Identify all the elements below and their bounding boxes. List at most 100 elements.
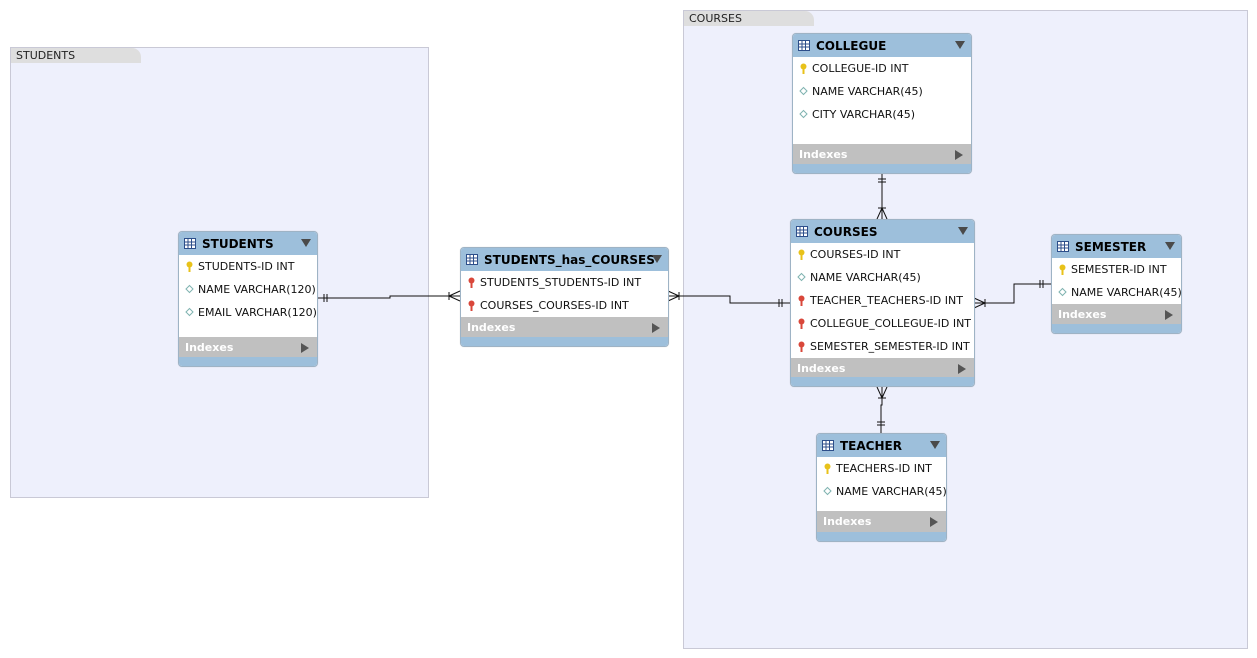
attribute-diamond-icon bbox=[797, 272, 806, 283]
collapse-arrow-icon[interactable] bbox=[652, 255, 662, 263]
column-row[interactable]: CITY VARCHAR(45) bbox=[793, 103, 971, 126]
column-row[interactable]: STUDENTS_STUDENTS-ID INT bbox=[461, 271, 668, 294]
table-header[interactable]: SEMESTER bbox=[1052, 235, 1181, 258]
table-icon bbox=[798, 40, 810, 51]
expand-arrow-icon[interactable] bbox=[955, 150, 963, 160]
column-row[interactable]: COLLEGUE-ID INT bbox=[793, 57, 971, 80]
column-row[interactable]: NAME VARCHAR(45) bbox=[791, 266, 974, 289]
indexes-section[interactable]: Indexes bbox=[817, 511, 946, 532]
indexes-section[interactable]: Indexes bbox=[461, 317, 668, 338]
primary-key-icon bbox=[799, 63, 808, 74]
table-colleguee[interactable]: COLLEGUE COLLEGUE-ID INT NAME VARCHAR(45… bbox=[792, 33, 972, 174]
table-icon bbox=[184, 238, 196, 249]
table-header[interactable]: TEACHER bbox=[817, 434, 946, 457]
column-row[interactable]: COURSES_COURSES-ID INT bbox=[461, 294, 668, 317]
column-label: NAME VARCHAR(45) bbox=[1071, 286, 1182, 299]
relationship-courses-line bbox=[668, 295, 790, 304]
column-label: NAME VARCHAR(45) bbox=[836, 485, 947, 498]
table-icon bbox=[822, 440, 834, 451]
column-label: COLLEGUE_COLLEGUE-ID INT bbox=[810, 317, 972, 330]
table-header[interactable]: COLLEGUE bbox=[793, 34, 971, 57]
table-semester[interactable]: SEMESTER SEMESTER-ID INT NAME VARCHAR(45… bbox=[1051, 234, 1182, 334]
column-label: CITY VARCHAR(45) bbox=[812, 108, 916, 121]
column-label: EMAIL VARCHAR(120) bbox=[198, 306, 317, 319]
column-label: COLLEGUE-ID INT bbox=[812, 62, 909, 75]
column-row[interactable]: STUDENTS-ID INT bbox=[179, 255, 317, 278]
collapse-arrow-icon[interactable] bbox=[955, 41, 965, 49]
column-label: STUDENTS-ID INT bbox=[198, 260, 295, 273]
layer-courses-title: COURSES bbox=[684, 11, 814, 26]
expand-arrow-icon[interactable] bbox=[958, 364, 966, 374]
table-name: STUDENTS_has_COURSES bbox=[484, 252, 655, 267]
column-label: TEACHER_TEACHERS-ID INT bbox=[810, 294, 963, 307]
attribute-diamond-icon bbox=[823, 486, 832, 497]
column-label: SEMESTER-ID INT bbox=[1071, 263, 1167, 276]
collapse-arrow-icon[interactable] bbox=[1165, 242, 1175, 250]
column-row[interactable]: TEACHER_TEACHERS-ID INT bbox=[791, 289, 974, 312]
table-footer bbox=[817, 532, 946, 541]
column-row[interactable]: COLLEGUE_COLLEGUE-ID INT bbox=[791, 312, 974, 335]
column-label: COURSES-ID INT bbox=[810, 248, 901, 261]
foreign-key-icon bbox=[797, 295, 806, 306]
relationship-students-line bbox=[317, 295, 460, 299]
table-header[interactable]: COURSES bbox=[791, 220, 974, 243]
table-students[interactable]: STUDENTS STUDENTS-ID INT NAME VARCHAR(12… bbox=[178, 231, 318, 367]
column-label: TEACHERS-ID INT bbox=[836, 462, 932, 475]
indexes-section[interactable]: Indexes bbox=[791, 358, 974, 379]
attribute-diamond-icon bbox=[185, 307, 194, 318]
indexes-label: Indexes bbox=[823, 515, 872, 528]
table-name: STUDENTS bbox=[202, 236, 274, 251]
column-row[interactable]: SEMESTER-ID INT bbox=[1052, 258, 1181, 281]
expand-arrow-icon[interactable] bbox=[301, 343, 309, 353]
table-footer bbox=[793, 164, 971, 173]
primary-key-icon bbox=[823, 463, 832, 474]
expand-arrow-icon[interactable] bbox=[1165, 310, 1173, 320]
foreign-key-icon bbox=[467, 277, 476, 288]
column-row[interactable]: NAME VARCHAR(45) bbox=[1052, 281, 1181, 304]
table-footer bbox=[461, 337, 668, 346]
expand-arrow-icon[interactable] bbox=[930, 517, 938, 527]
primary-key-icon bbox=[185, 261, 194, 272]
table-name: TEACHER bbox=[840, 438, 902, 453]
table-teacher[interactable]: TEACHER TEACHERS-ID INT NAME VARCHAR(45)… bbox=[816, 433, 947, 542]
layer-students-title: STUDENTS bbox=[11, 48, 141, 63]
column-row[interactable]: SEMESTER_SEMESTER-ID INT bbox=[791, 335, 974, 358]
attribute-diamond-icon bbox=[799, 86, 808, 97]
relationship-semester-line bbox=[974, 283, 1051, 304]
table-header[interactable]: STUDENTS bbox=[179, 232, 317, 255]
indexes-section[interactable]: Indexes bbox=[1052, 304, 1181, 325]
column-row[interactable]: NAME VARCHAR(45) bbox=[817, 480, 946, 503]
column-row[interactable]: NAME VARCHAR(45) bbox=[793, 80, 971, 103]
table-icon bbox=[1057, 241, 1069, 252]
indexes-label: Indexes bbox=[185, 341, 234, 354]
table-name: COLLEGUE bbox=[816, 38, 887, 53]
column-label: SEMESTER_SEMESTER-ID INT bbox=[810, 340, 970, 353]
attribute-diamond-icon bbox=[799, 109, 808, 120]
collapse-arrow-icon[interactable] bbox=[930, 441, 940, 449]
column-row[interactable]: NAME VARCHAR(120) bbox=[179, 278, 317, 301]
table-header[interactable]: STUDENTS_has_COURSES bbox=[461, 248, 668, 271]
table-name: SEMESTER bbox=[1075, 239, 1147, 254]
table-icon bbox=[796, 226, 808, 237]
column-row[interactable]: TEACHERS-ID INT bbox=[817, 457, 946, 480]
table-students-has-courses[interactable]: STUDENTS_has_COURSES STUDENTS_STUDENTS-I… bbox=[460, 247, 669, 347]
collapse-arrow-icon[interactable] bbox=[301, 239, 311, 247]
table-footer bbox=[1052, 324, 1181, 333]
column-label: COURSES_COURSES-ID INT bbox=[480, 299, 629, 312]
indexes-section[interactable]: Indexes bbox=[793, 144, 971, 165]
foreign-key-icon bbox=[467, 300, 476, 311]
table-footer bbox=[791, 377, 974, 386]
foreign-key-icon bbox=[797, 318, 806, 329]
indexes-label: Indexes bbox=[467, 321, 516, 334]
column-row[interactable]: EMAIL VARCHAR(120) bbox=[179, 301, 317, 324]
collapse-arrow-icon[interactable] bbox=[958, 227, 968, 235]
primary-key-icon bbox=[1058, 264, 1067, 275]
column-label: STUDENTS_STUDENTS-ID INT bbox=[480, 276, 642, 289]
indexes-label: Indexes bbox=[1058, 308, 1107, 321]
relationship-teacher-line bbox=[880, 387, 883, 433]
table-courses[interactable]: COURSES COURSES-ID INT NAME VARCHAR(45) … bbox=[790, 219, 975, 387]
column-row[interactable]: COURSES-ID INT bbox=[791, 243, 974, 266]
expand-arrow-icon[interactable] bbox=[652, 323, 660, 333]
indexes-section[interactable]: Indexes bbox=[179, 337, 317, 358]
